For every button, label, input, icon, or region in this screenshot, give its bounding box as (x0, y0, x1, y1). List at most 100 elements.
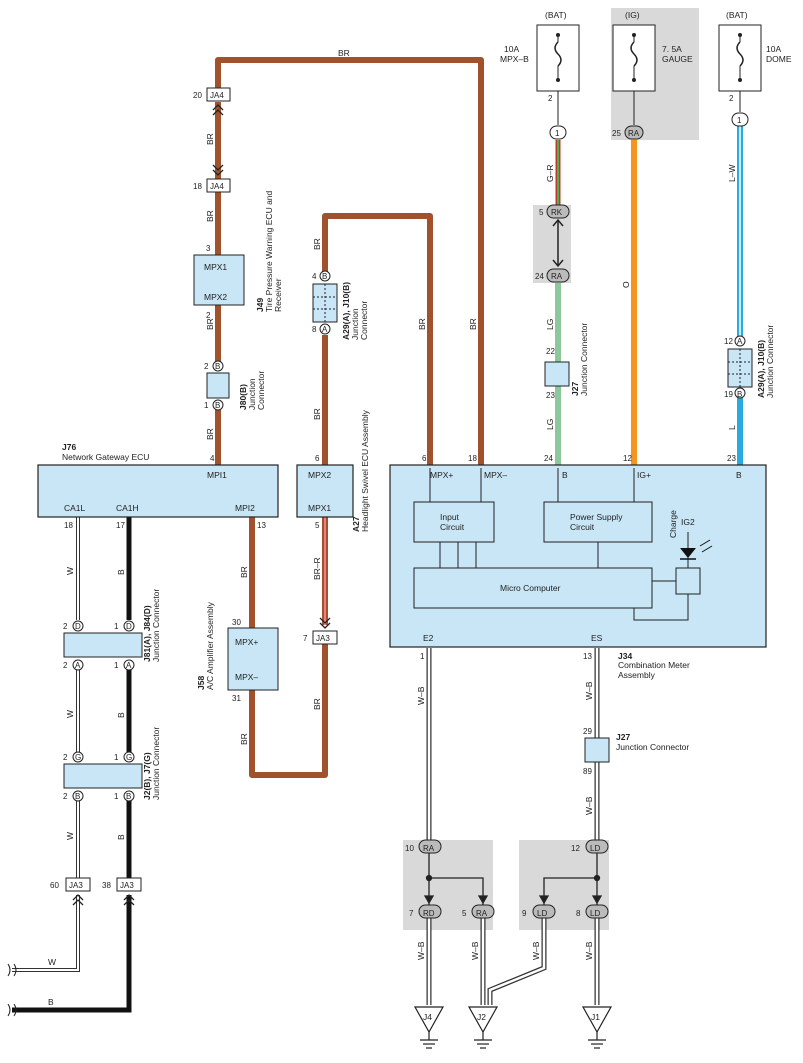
svg-text:W–B: W–B (584, 941, 594, 960)
psc-label: Power Supply (570, 512, 623, 522)
pin-label: 1 (114, 753, 119, 762)
conn-oval (731, 112, 749, 127)
svg-text:BR: BR (312, 698, 322, 710)
ja4-connector (206, 87, 231, 193)
pin-label: 4 (312, 272, 317, 281)
fuse3-rating: 10A (766, 44, 781, 54)
pin-label: 18 (64, 521, 73, 530)
wire-break-marks (7, 963, 17, 1017)
svg-text:J49: J49 (255, 298, 265, 312)
conn-label: LD (590, 909, 600, 918)
e2-label: E2 (423, 633, 434, 643)
wb-wires (426, 648, 600, 1005)
a29-junction-left (312, 270, 338, 335)
svg-text:L: L (727, 425, 737, 430)
svg-text:Junction: Junction (350, 308, 360, 340)
j1-label: J1 (591, 1012, 600, 1022)
svg-text:J80(B): J80(B) (238, 384, 248, 410)
ground-symbols (413, 1006, 613, 1049)
j58-mpxm: MPX– (235, 672, 258, 682)
svg-text:LG: LG (545, 319, 555, 330)
svg-text:BR: BR (239, 733, 249, 745)
svg-text:A27: A27 (351, 516, 361, 532)
fuse2-name: GAUGE (662, 54, 693, 64)
pin-label: 1 (114, 792, 119, 801)
svg-text:W–B: W–B (416, 941, 426, 960)
ground-splices (423, 853, 603, 905)
conn-label: RA (551, 272, 563, 281)
b-wire-label: B (48, 997, 54, 1007)
pin-label: 2 (204, 362, 209, 371)
j81-junction (63, 620, 143, 671)
j76-name: Network Gateway ECU (62, 452, 149, 462)
a29-junction-right (727, 335, 753, 399)
pin-label: 8 (312, 325, 317, 334)
pin-label: 24 (544, 454, 553, 463)
pin-label: 60 (50, 881, 59, 890)
j2-junction (63, 751, 143, 802)
j34-name: Combination Meter (618, 660, 690, 670)
conn-oval (624, 125, 644, 140)
conn-label: B (322, 272, 327, 281)
mpi2-label: MPI2 (235, 503, 255, 513)
svg-text:BR: BR (417, 318, 427, 330)
micro-computer-box (413, 567, 653, 609)
a27-mpx2: MPX2 (308, 470, 331, 480)
conn-label: JA3 (69, 881, 83, 890)
conn-label: RA (476, 909, 488, 918)
ig2-label: IG2 (681, 517, 695, 527)
ground-ovals (418, 839, 609, 919)
pin-label: 19 (724, 390, 733, 399)
pin-label: 12 (623, 454, 632, 463)
conn-label: B (215, 362, 220, 371)
conn-label: JA3 (120, 881, 134, 890)
b-wire (12, 516, 132, 1013)
conn-label: RA (423, 844, 435, 853)
pin-label: 12 (571, 844, 580, 853)
svg-text:L–W: L–W (727, 165, 737, 182)
svg-text:J27: J27 (570, 382, 580, 396)
svg-text:BR: BR (239, 566, 249, 578)
svg-text:Receiver: Receiver (273, 278, 283, 312)
pin-label: 23 (546, 391, 555, 400)
svg-text:O: O (621, 281, 631, 288)
j49-mpx1: MPX1 (204, 262, 227, 272)
j27-junction-bottom (584, 737, 610, 763)
conn-label: D (126, 622, 132, 631)
es-label: ES (591, 633, 603, 643)
svg-text:Junction Connector: Junction Connector (765, 325, 775, 398)
w-wire (12, 516, 80, 972)
svg-text:W–B: W–B (416, 686, 426, 705)
w-wire-label: W (48, 957, 56, 967)
a27-mpx1: MPX1 (308, 503, 331, 513)
conn-label: JA3 (316, 634, 330, 643)
fuse-mpx-b (536, 24, 580, 125)
svg-text:BR: BR (205, 210, 215, 222)
pin-label: 8 (576, 909, 581, 918)
j49-box (193, 254, 245, 306)
a27-ecu (296, 464, 354, 518)
br-top-label: BR (338, 48, 350, 58)
j76-ecu (37, 464, 279, 518)
psc-label2: Circuit (570, 522, 595, 532)
pin-label: 2 (63, 792, 68, 801)
br-wires (215, 57, 484, 778)
pin-label: 23 (727, 454, 736, 463)
ja3-connector-brr (312, 617, 338, 645)
pin-label: 5 (539, 208, 544, 217)
fuse3-name: DOME (766, 54, 792, 64)
ig-label: (IG) (625, 10, 640, 20)
j58-mpxp: MPX+ (235, 637, 258, 647)
conn-label: RA (628, 129, 640, 138)
pin-label: 20 (193, 91, 202, 100)
fuse-dome (718, 24, 762, 112)
svg-text:Connector: Connector (256, 371, 266, 410)
j27-name-bottom: Junction Connector (616, 742, 689, 752)
pin-label: 1 (420, 652, 425, 661)
svg-text:Tire Pressure Warning ECU and: Tire Pressure Warning ECU and (264, 190, 274, 312)
svg-text:B: B (116, 712, 126, 718)
pin-label: 5 (315, 521, 320, 530)
svg-text:Junction: Junction (247, 378, 257, 410)
svg-text:A/C Amplifier Assembly: A/C Amplifier Assembly (205, 601, 215, 690)
